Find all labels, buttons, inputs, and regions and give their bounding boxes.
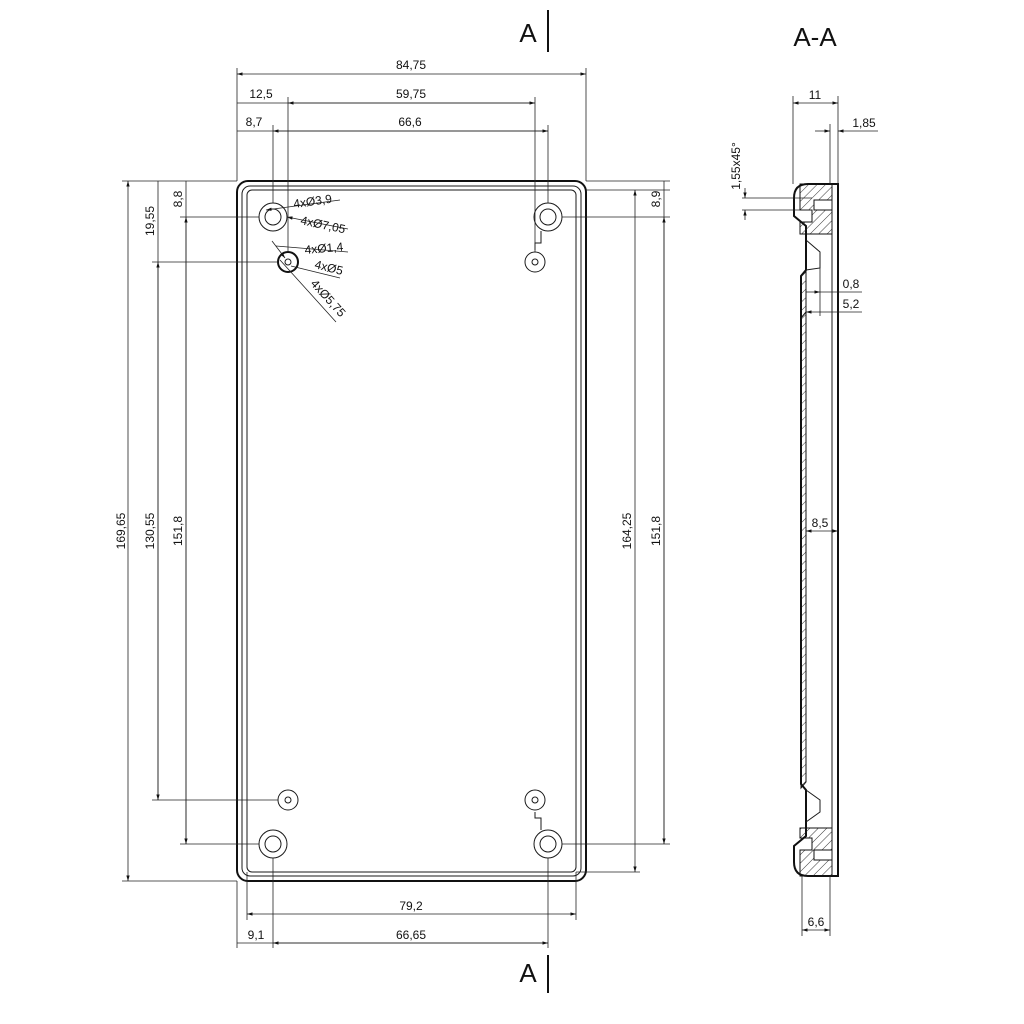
dim-79-2: 79,2 <box>399 899 423 913</box>
extension-lines-left <box>122 180 278 882</box>
plate-outer-outline <box>236 180 587 882</box>
dim-151-8-right: 151,8 <box>649 516 663 546</box>
hole-bottom-right <box>533 812 563 859</box>
dim-overall-height: 169,65 <box>114 512 128 549</box>
dim-12-5: 12,5 <box>249 87 273 101</box>
hole-top-left <box>258 202 288 232</box>
section-top-boss <box>799 183 833 235</box>
dim-66-6: 66,6 <box>398 115 422 129</box>
hole-leaders <box>265 199 349 323</box>
dim-19-55: 19,55 <box>143 206 157 236</box>
dim-66-65: 66,65 <box>396 928 426 942</box>
dim-151-8-left: 151,8 <box>171 516 185 546</box>
plate-rim-outline <box>241 185 582 877</box>
section-mark-top: A <box>519 18 537 48</box>
front-view: 84,75 12,5 59,75 8,7 66,6 79,2 9,1 66,65 <box>114 10 670 993</box>
dim-chamfer: 1,55x45° <box>729 142 743 190</box>
dim-overall-width: 84,75 <box>396 58 426 72</box>
dim-8-8: 8,8 <box>171 190 185 207</box>
extension-lines-top <box>236 68 587 252</box>
extension-lines-bottom <box>236 858 577 948</box>
hole-callout-7-05: 4xØ7,05 <box>299 213 347 236</box>
section-lower-rib <box>805 789 821 823</box>
hole-bottom-left <box>258 829 288 859</box>
dim-9-1: 9,1 <box>248 928 265 942</box>
section-wall-hatch <box>800 268 807 790</box>
hole-callout-3-9: 4xØ3,9 <box>292 192 333 211</box>
plate-inner-outline <box>246 189 577 873</box>
hole-top-right <box>533 202 563 250</box>
section-bottom-boss <box>799 827 833 877</box>
boss-bottom-left <box>277 789 299 811</box>
extension-lines-right <box>562 180 670 873</box>
dim-8-5: 8,5 <box>812 516 829 530</box>
dim-6-6: 6,6 <box>808 915 825 929</box>
hole-callout-1-4: 4xØ1,4 <box>304 240 344 257</box>
dim-8-7: 8,7 <box>246 115 263 129</box>
dim-5-2: 5,2 <box>843 297 860 311</box>
section-mark-bottom: A <box>519 958 537 988</box>
dim-164-25: 164,25 <box>620 512 634 549</box>
dim-1-85: 1,85 <box>852 116 876 130</box>
section-view: A-A 11 1,85 1,55x45° 0,8 5,2 <box>729 22 878 936</box>
dim-130-55: 130,55 <box>143 512 157 549</box>
dim-59-75: 59,75 <box>396 87 426 101</box>
boss-top-right <box>524 251 546 273</box>
section-view-title: A-A <box>793 22 837 52</box>
section-upper-rib <box>805 239 821 271</box>
boss-bottom-right <box>524 789 546 811</box>
dim-11: 11 <box>809 88 822 102</box>
hole-callout-5: 4xØ5 <box>313 257 345 278</box>
dim-8-9: 8,9 <box>649 190 663 207</box>
dim-0-8: 0,8 <box>843 277 860 291</box>
